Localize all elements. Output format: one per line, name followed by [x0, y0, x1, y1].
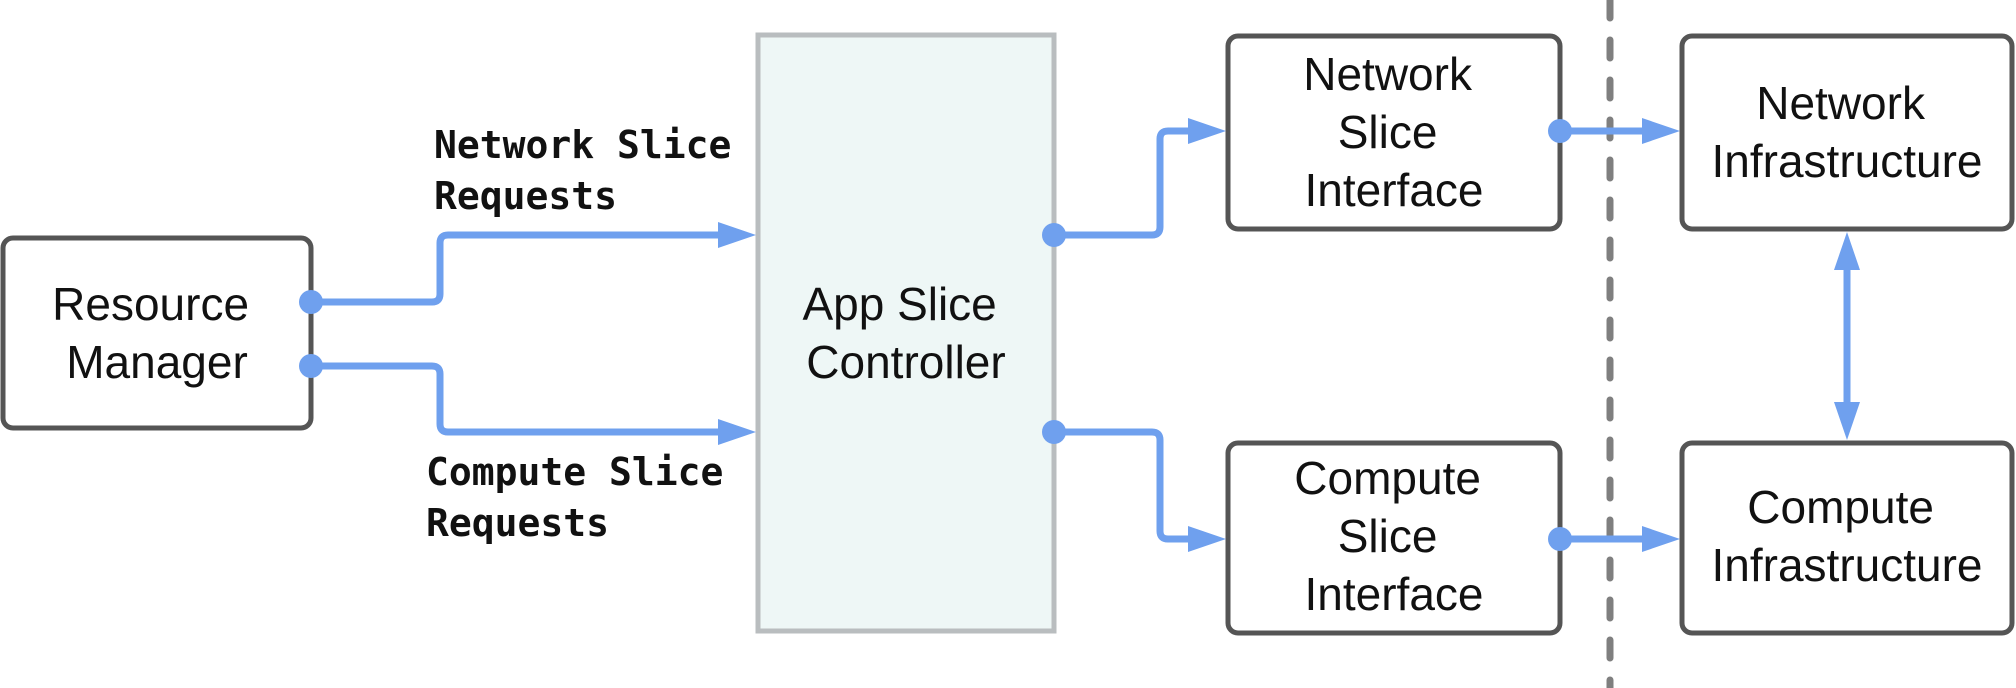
controller-to-compute-interface-connector	[1050, 428, 1198, 543]
resource-manager-label: Resource Manager	[52, 278, 262, 388]
network-request-connector	[307, 231, 722, 306]
compute-infrastructure-box	[1679, 440, 2015, 636]
controller-compute-port	[1042, 420, 1066, 444]
compute-interface-port	[1548, 527, 1572, 551]
resource-manager-compute-port	[299, 354, 323, 378]
compute-interface-arrowhead	[1188, 526, 1226, 552]
compute-request-arrowhead	[718, 419, 756, 445]
infrastructure-link-top-arrowhead	[1834, 232, 1860, 270]
network-interface-arrowhead	[1188, 118, 1226, 144]
compute-slice-requests-label: Compute Slice Requests	[426, 450, 746, 545]
compute-infrastructure-arrowhead	[1642, 526, 1680, 552]
network-slice-interface-label: Network Slice Interface	[1303, 48, 1485, 216]
controller-to-network-interface-connector	[1050, 127, 1198, 239]
compute-request-connector	[307, 362, 722, 436]
compute-infrastructure-label: Compute Infrastructure	[1712, 481, 1983, 591]
resource-manager-network-port	[299, 290, 323, 314]
controller-network-port	[1042, 223, 1066, 247]
network-infrastructure-arrowhead	[1642, 118, 1680, 144]
network-slice-requests-label: Network Slice Requests	[434, 123, 754, 218]
network-infrastructure-box	[1679, 33, 2015, 232]
network-request-arrowhead	[718, 222, 756, 248]
app-slice-controller-box	[755, 32, 1057, 634]
resource-manager-box	[0, 235, 314, 431]
infrastructure-link-bottom-arrowhead	[1834, 402, 1860, 440]
network-interface-port	[1548, 119, 1572, 143]
compute-slice-interface-label: Compute Slice Interface	[1294, 452, 1493, 620]
network-infrastructure-label: Network Infrastructure	[1712, 77, 1983, 187]
app-slice-controller-label: App Slice Controller	[802, 278, 1009, 388]
